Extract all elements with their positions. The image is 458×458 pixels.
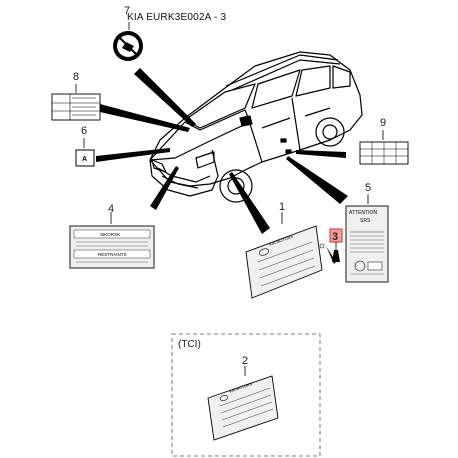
- pointer-7: [134, 68, 196, 127]
- part-2-name-plate[interactable]: [207, 375, 279, 441]
- callout-number-5: 5: [365, 182, 371, 194]
- leader-pointers: [96, 68, 348, 234]
- callout-number-1: 1: [279, 201, 285, 213]
- callout-number-9: 9: [380, 117, 386, 129]
- pointer-6: [96, 148, 170, 162]
- part-9-label[interactable]: [359, 130, 409, 165]
- part-3-rivet[interactable]: [329, 228, 343, 262]
- part-5-label[interactable]: [345, 194, 389, 283]
- pointer-1: [229, 172, 270, 234]
- pointer-9: [296, 150, 346, 158]
- label-5-top-text: ATTENTION: [349, 210, 377, 216]
- label-6-letter: A: [82, 156, 87, 163]
- part-7-warning-sticker[interactable]: [113, 22, 143, 61]
- part-6-label[interactable]: [75, 138, 95, 167]
- callout-number-4: 4: [108, 203, 114, 215]
- vehicle-illustration: [149, 51, 363, 203]
- callout-number-8: 8: [73, 71, 79, 83]
- part-1-name-plate[interactable]: [245, 212, 336, 299]
- label-5-sub-text: SRS: [360, 218, 371, 224]
- pointer-5: [286, 156, 348, 204]
- part-8-label[interactable]: [51, 84, 101, 121]
- callout-numbers: 7 8 6 4 9 5 1 3 2: [73, 5, 386, 367]
- tci-label: (TCI): [178, 339, 201, 350]
- plate-2-brand-text: KIA MOTORS: [229, 382, 253, 394]
- part-4-label[interactable]: [69, 212, 155, 269]
- diagram-title: KIA EURK3E002A - 3: [127, 12, 227, 23]
- tci-section: [171, 333, 321, 457]
- label-4-top-text: SIKORSK: [100, 232, 120, 237]
- callout-number-2: 2: [242, 355, 248, 367]
- callout-number-7: 7: [124, 5, 130, 17]
- pointer-8: [100, 104, 190, 132]
- callout-number-6: 6: [81, 125, 87, 137]
- label-4-bottom-text: RESTRAINTS: [98, 252, 127, 257]
- pointer-4: [150, 166, 179, 210]
- callout-number-3: 3: [332, 231, 338, 243]
